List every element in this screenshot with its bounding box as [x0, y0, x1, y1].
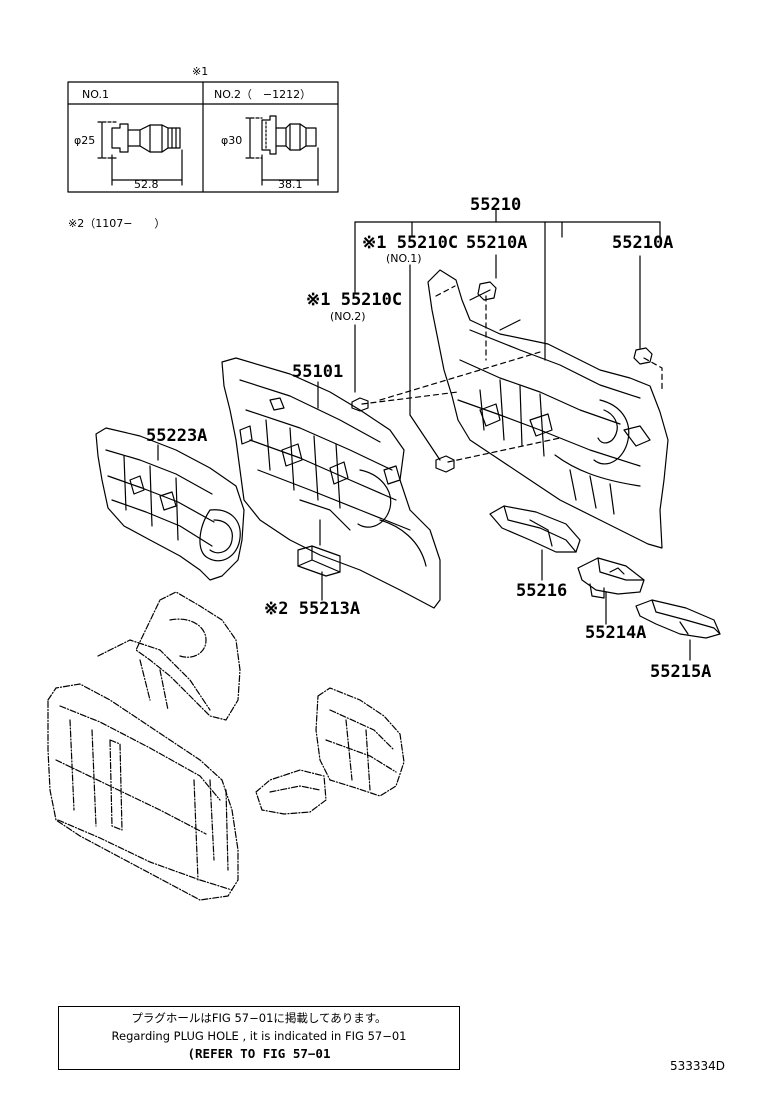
- inset-no1-length: 52.8: [134, 178, 159, 191]
- part-tag-no2: (NO.2): [330, 310, 366, 323]
- part-55214A: [577, 557, 645, 599]
- inset-no1-diameter: φ25: [74, 134, 95, 147]
- part-label-55213A: ※2 55213A: [264, 599, 360, 619]
- clip-no1-drawing: [97, 121, 183, 186]
- inset-no2-length: 38.1: [278, 178, 303, 191]
- part-55216: [489, 505, 581, 553]
- notice-line-japanese: プラグホールはFIG 57−01に掲載してあります。: [131, 1011, 387, 1025]
- part-label-55101: 55101: [292, 362, 343, 382]
- clip-spec-table: [67, 81, 339, 193]
- part-label-55215A: 55215A: [650, 662, 711, 682]
- notice-line-refer: (REFER TO FIG 57−01: [187, 1046, 331, 1061]
- part-label-55210C-no1: ※1 55210C: [362, 233, 458, 253]
- part-label-55210A-center: 55210A: [466, 233, 527, 253]
- inset-no2-label: NO.2（ −1212）: [214, 88, 311, 101]
- part-55210-silencer: [427, 269, 669, 549]
- part-label-55210: 55210: [470, 195, 521, 215]
- part-label-55210A-right: 55210A: [612, 233, 673, 253]
- note2-label: ※2（1107− ）: [68, 217, 165, 230]
- body-front-structure: [47, 591, 241, 901]
- leader-lines: [157, 209, 691, 661]
- part-label-55210C-no2: ※1 55210C: [306, 290, 402, 310]
- part-55223A-insulator: [95, 427, 245, 581]
- clip-fasteners: [351, 281, 653, 473]
- part-label-55216: 55216: [516, 581, 567, 601]
- part-55215A: [635, 599, 721, 639]
- inset-no2-diameter: φ30: [221, 134, 242, 147]
- part-55101-dash-panel: [221, 357, 441, 609]
- inset-marker: ※1: [192, 65, 208, 78]
- cowl-bracket-structure: [255, 687, 405, 815]
- part-label-55214A: 55214A: [585, 623, 646, 643]
- part-label-55223A: 55223A: [146, 426, 207, 446]
- plug-hole-notice: プラグホールはFIG 57−01に掲載してあります。 Regarding PLU…: [58, 1006, 460, 1070]
- inset-no1-label: NO.1: [82, 88, 109, 101]
- notice-line-english: Regarding PLUG HOLE , it is indicated in…: [111, 1029, 407, 1043]
- document-id: 533334D: [670, 1059, 726, 1073]
- part-55213A-pad: [297, 545, 341, 577]
- part-tag-no1: (NO.1): [386, 252, 422, 265]
- diagram-text: ※1 NO.1 NO.2（ −1212） φ25 φ30 52.8 38.1 ※…: [68, 65, 711, 682]
- clip-no2-drawing: [245, 115, 319, 186]
